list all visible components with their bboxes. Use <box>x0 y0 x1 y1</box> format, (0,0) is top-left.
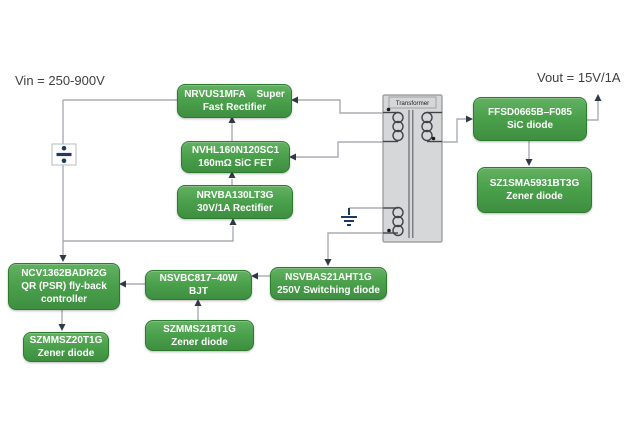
block-szmmsz18t1g[interactable]: SZMMSZ18T1G Zener diode <box>145 320 254 351</box>
part-number: FFSD0665B–F085 <box>488 107 572 118</box>
block-szmmsz20t1g[interactable]: SZMMSZ20T1G Zener diode <box>23 332 109 362</box>
part-number: SZMMSZ18T1G <box>163 323 236 335</box>
wire-transformer-to-nvhl <box>295 141 383 158</box>
part-number: SZMMSZ20T1G <box>29 335 103 346</box>
part-description: SiC diode <box>506 120 554 131</box>
auxiliary-winding <box>383 206 404 237</box>
part-description: Fast Rectifier <box>202 102 267 113</box>
part-number: SZ1SMA5931BT3G <box>489 178 580 189</box>
block-nvhl160n120sc1[interactable]: NVHL160N120SC1 160mΩ SiC FET <box>181 141 290 173</box>
vout-label: Vout = 15V/1A <box>537 70 621 85</box>
part-number: NSVBC817–40W <box>159 273 238 284</box>
part-description: 30V/1A Rectifier <box>197 203 273 214</box>
part-description: 160mΩ SiC FET <box>198 158 273 169</box>
polarity-dot <box>431 136 436 141</box>
polarity-dot <box>387 228 391 233</box>
arrow-left-icon <box>251 272 258 280</box>
transformer-symbol: Transformer <box>382 94 443 243</box>
secondary-winding <box>421 111 442 143</box>
transformer-label: Transformer <box>396 100 429 107</box>
arrow-down-icon <box>59 255 67 262</box>
arrow-down-icon <box>324 259 332 266</box>
block-nsvbas21aht1g[interactable]: NSVBAS21AHT1G 250V Switching diode <box>270 267 387 300</box>
block-sz1sma5931bt3g[interactable]: SZ1SMA5931BT3G Zener diode <box>477 167 592 213</box>
block-ncv1362badr2g[interactable]: NCV1362BADR2G QR (PSR) fly-back controll… <box>8 263 120 310</box>
part-description: 250V Switching diode <box>277 284 380 296</box>
arrow-left-icon <box>289 153 296 161</box>
part-number: NCV1362BADR2G <box>21 268 107 279</box>
vin-label: Vin = 250-900V <box>15 73 105 88</box>
arrow-left-icon <box>291 96 298 104</box>
block-nsvbc817-40w[interactable]: NSVBC817–40W BJT <box>145 270 252 300</box>
arrow-left-icon <box>119 280 126 288</box>
part-number: NVHL160N120SC1 <box>191 145 280 156</box>
arrow-down-icon <box>525 159 533 166</box>
wire-transformer-to-ffsd <box>442 118 467 143</box>
polarity-dot <box>386 107 391 112</box>
arrow-down-icon <box>58 324 66 331</box>
arrow-up-icon <box>229 218 237 225</box>
part-description: QR (PSR) fly-back <box>21 281 107 292</box>
arrow-up-icon <box>228 116 236 123</box>
block-ffsd0665b-f085[interactable]: FFSD0665B–F085 SiC diode <box>473 97 587 141</box>
part-number: NRVBA130LT3G <box>196 190 274 201</box>
wire-bus-to-nrvba <box>63 226 234 242</box>
arrow-up-icon <box>228 171 236 178</box>
wire-ffsd-to-vout <box>585 100 599 121</box>
part-description: controller <box>40 294 88 305</box>
arrow-up-icon <box>194 299 202 306</box>
part-description: Zener diode <box>506 191 563 202</box>
primary-winding <box>383 111 404 143</box>
part-number: NSVBAS21AHT1G <box>285 271 372 283</box>
block-nrvus1mfa[interactable]: NRVUS1MFA Super Fast Rectifier <box>177 84 292 118</box>
ground-icon <box>341 208 357 226</box>
arrow-up-icon <box>594 94 602 101</box>
wire-transformer-to-nsvbas <box>327 232 383 260</box>
input-filter-icon <box>51 143 77 166</box>
part-description: BJT <box>189 286 208 297</box>
part-number: NRVUS1MFA Super <box>184 89 285 100</box>
wire-transformer-to-nrvus <box>297 99 383 114</box>
block-nrvba130lt3g[interactable]: NRVBA130LT3G 30V/1A Rectifier <box>177 185 293 219</box>
part-description: Zener diode <box>171 336 228 348</box>
arrowheads <box>58 94 602 331</box>
arrow-right-icon <box>466 115 473 123</box>
part-description: Zener diode <box>37 348 95 359</box>
